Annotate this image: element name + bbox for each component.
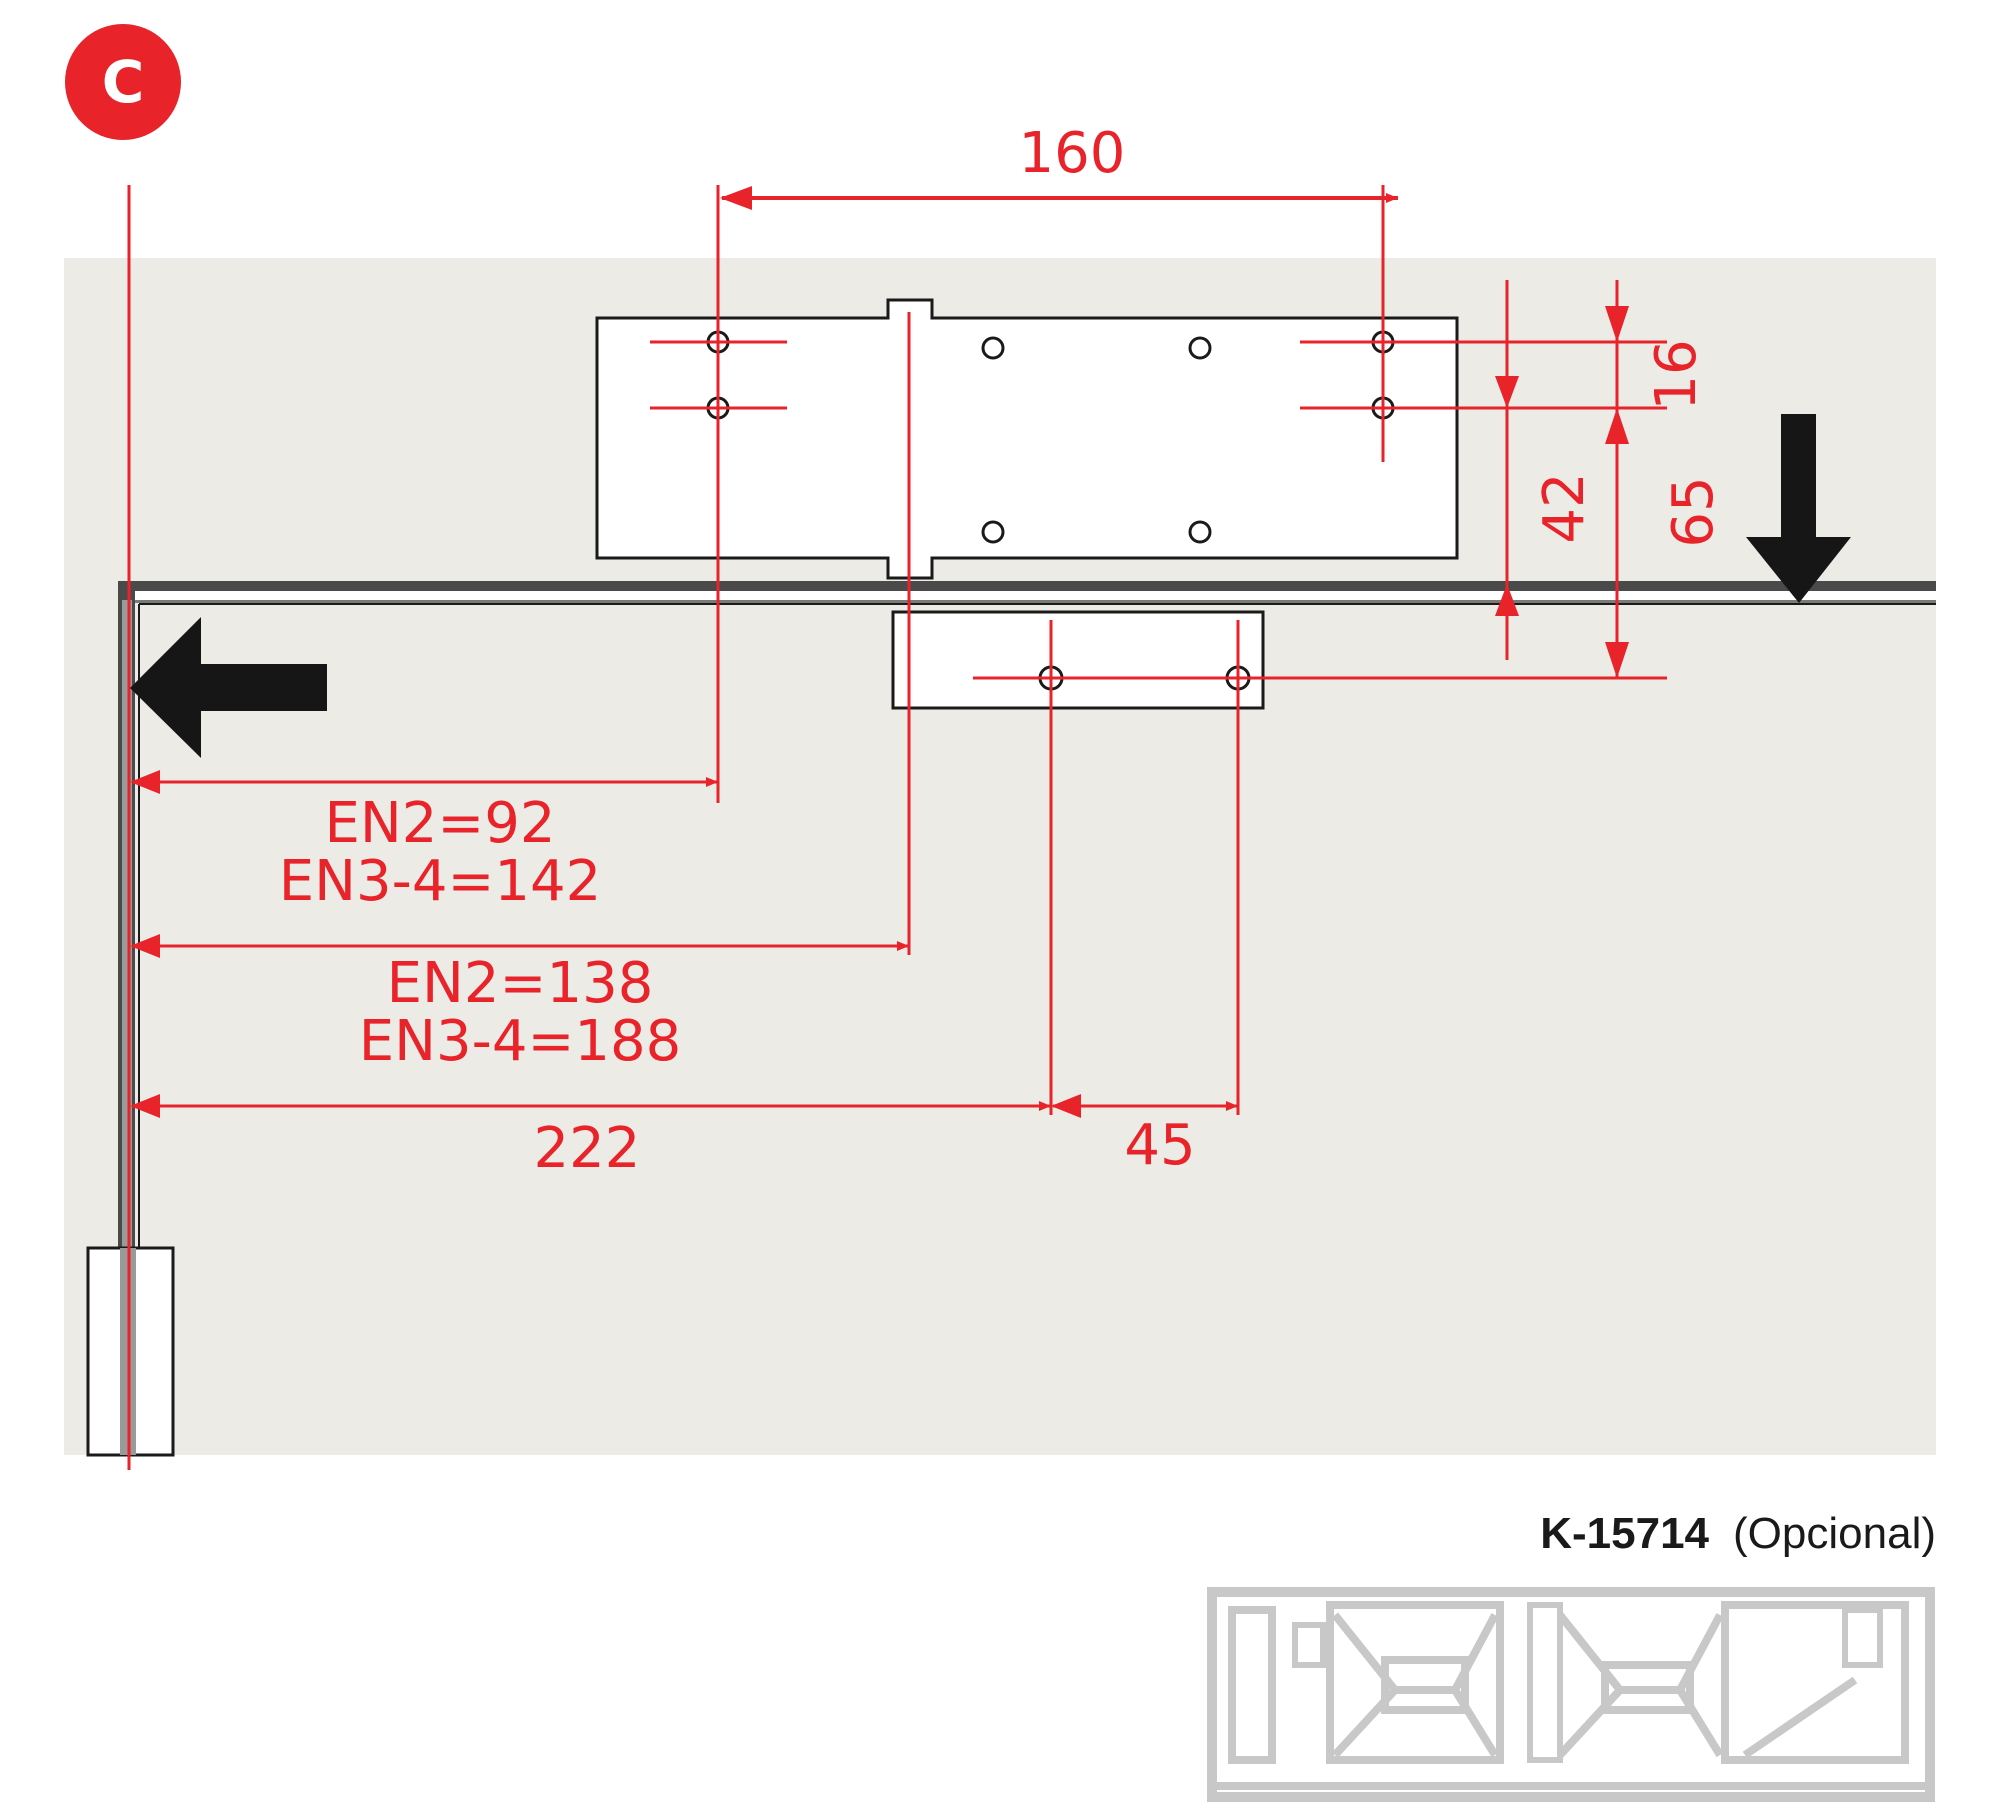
arm-bracket (891, 610, 1265, 710)
accessory-note: (Opcional) (1733, 1509, 1936, 1558)
arrow-down-icon (1746, 414, 1851, 603)
dimension-45: 45 (1051, 1094, 1238, 1178)
dimension-42-label: 42 (1532, 472, 1597, 543)
arrow-left-icon (130, 617, 327, 758)
accessory-plate (1207, 1587, 1935, 1802)
dimension-16-label: 16 (1644, 339, 1709, 410)
dimension-hole-from-hinge: EN2=92 EN3-4=142 (130, 770, 718, 914)
dimension-45-label: 45 (1124, 1113, 1195, 1178)
dimension-en34-142: EN3-4=142 (279, 849, 602, 914)
extension-lines (650, 185, 1667, 1115)
accessory-code: K-15714 (1540, 1509, 1709, 1558)
dimension-en34-188: EN3-4=188 (359, 1009, 682, 1074)
dimension-65-label: 65 (1661, 476, 1726, 547)
section-badge: C (65, 24, 181, 140)
dimension-65-16: 16 65 (1605, 280, 1726, 678)
dimension-42: 42 (1495, 280, 1597, 660)
dimension-222-label: 222 (534, 1116, 641, 1181)
dimension-en2-92: EN2=92 (324, 791, 555, 856)
badge-letter: C (102, 48, 145, 116)
accessory-label: K-15714 (Opcional) (1540, 1508, 1936, 1559)
dimension-160: 160 (720, 121, 1398, 210)
dimension-160-label: 160 (1019, 121, 1126, 186)
dimension-axis-from-hinge: EN2=138 EN3-4=188 (130, 934, 909, 1074)
dimension-222: 222 (130, 1094, 1051, 1181)
dimension-en2-138: EN2=138 (387, 951, 654, 1016)
